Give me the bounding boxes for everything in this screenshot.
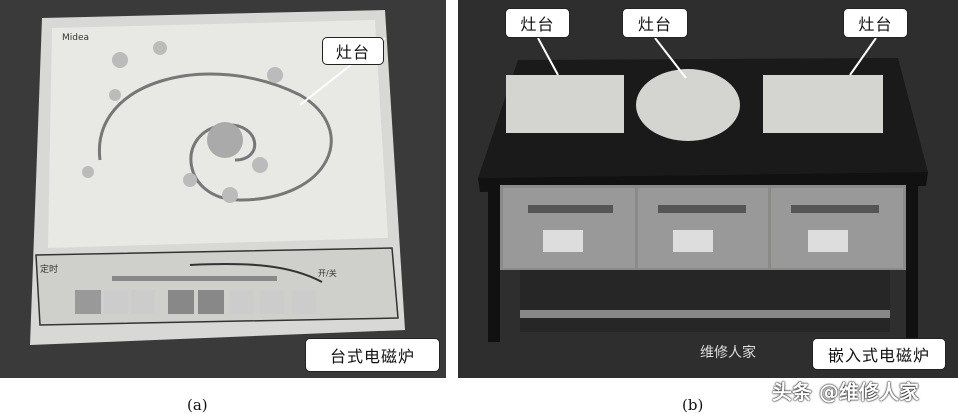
stove-top-label-left: 灶台 xyxy=(505,8,570,38)
countertop-cooker-photo: Midea xyxy=(30,10,405,345)
brand-logo: Midea xyxy=(62,33,89,43)
watermark: 头条 @维修人家 xyxy=(772,380,919,404)
built-in-cooker-photo xyxy=(478,37,928,342)
timer-button: 定时 xyxy=(40,265,59,275)
caption-b: (b) xyxy=(682,396,704,414)
built-in-type-label: 嵌入式电磁炉 xyxy=(812,338,946,370)
stove-top-label-center: 灶台 xyxy=(622,8,688,38)
power-button: 开/关 xyxy=(318,269,337,278)
panel-b-built-in-induction-cooker: 灶台 灶台 灶台 嵌入式电磁炉 xyxy=(458,0,958,378)
caption-a: (a) xyxy=(187,396,208,414)
stove-top-label: 灶台 xyxy=(322,37,384,65)
countertop-type-label: 台式电磁炉 xyxy=(305,338,440,372)
stove-top-label-right: 灶台 xyxy=(843,8,908,38)
watermark-faint: 维修人家 xyxy=(700,345,756,361)
panel-a-countertop-induction-cooker: Midea 定时 开/关 灶台 台式电磁炉 xyxy=(0,0,446,378)
